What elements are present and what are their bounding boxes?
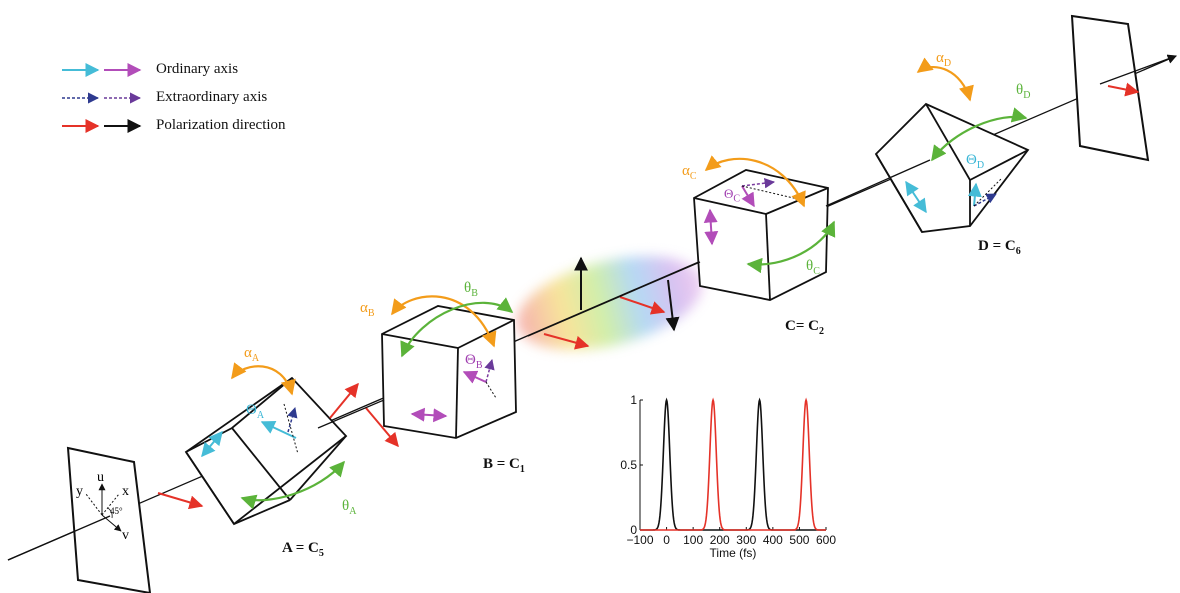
axis-angle-label: 45°	[110, 506, 123, 516]
polarization-red-out	[1107, 82, 1140, 97]
legend-label-polarization: Polarization direction	[156, 117, 286, 133]
crystal-c	[693, 155, 836, 301]
ordinary-axis-b-side	[462, 370, 487, 384]
legend: Ordinary axis Extraordinary axis Polariz…	[60, 60, 340, 140]
plot-x-tick-label: 300	[736, 533, 756, 547]
alpha-d-label: αD	[936, 50, 952, 69]
crystal-d	[874, 57, 1030, 233]
alpha-a-label: αA	[244, 345, 260, 364]
legend-extraordinary-arrows	[62, 92, 142, 104]
plot-x-tick-label: 100	[683, 533, 703, 547]
Theta-d-label: ΘD	[966, 152, 985, 171]
polarization-red-3	[365, 407, 399, 448]
crystal-c-label: C= C2	[785, 318, 824, 337]
legend-ordinary-arrows	[62, 63, 142, 77]
y-axis-dashed	[85, 493, 103, 516]
plot-y-tick-label: 1	[630, 393, 637, 407]
legend-row-polarization: Polarization direction	[60, 116, 340, 138]
plot-y-tick-label: 0	[630, 523, 637, 537]
ordinary-axis-d-front	[905, 180, 927, 214]
plot-x-tick-label: 500	[789, 533, 809, 547]
polarization-red-1	[157, 492, 204, 510]
alpha-c-label: αC	[682, 163, 697, 182]
Theta-b-label: ΘB	[465, 352, 483, 371]
theta-a-arrow	[240, 460, 346, 510]
axis-label-v: v	[122, 528, 129, 543]
crystal-a-label: A = C5	[282, 540, 324, 559]
plot-series-line-0	[640, 397, 826, 531]
plot-series-line-1	[640, 397, 826, 531]
theta-b-arrow	[400, 297, 514, 358]
legend-label-ordinary: Ordinary axis	[156, 61, 239, 77]
ordinary-axis-c-front	[703, 208, 719, 246]
theta-b-label: θB	[464, 280, 478, 299]
ordinary-axis-a-side	[201, 430, 223, 458]
alpha-c-arrow	[704, 155, 806, 208]
input-polarizer	[7, 446, 152, 593]
crystal-a	[184, 362, 348, 526]
ordinary-axis-a-top	[260, 421, 297, 439]
axis-label-u: u	[97, 470, 104, 485]
Theta-c-label: ΘC	[724, 186, 741, 205]
theta-c-label: θC	[806, 258, 820, 277]
legend-row-extraordinary: Extraordinary axis	[60, 88, 340, 110]
spectral-pulse	[517, 256, 703, 350]
alpha-d-arrow	[916, 57, 974, 102]
theta-a-label: θA	[342, 498, 357, 517]
polarization-red-5	[619, 296, 666, 315]
legend-label-extraordinary: Extraordinary axis	[156, 89, 268, 105]
crystal-d-label: D = C6	[978, 238, 1021, 257]
plot-x-tick-label: 200	[710, 533, 730, 547]
theta-d-label: θD	[1016, 82, 1031, 101]
Theta-a-label: ΘA	[246, 402, 265, 421]
polarization-black-2	[665, 279, 680, 332]
axis-label-x: x	[122, 484, 129, 499]
polarization-red-2	[329, 382, 359, 419]
plot-x-tick-label: 600	[816, 533, 836, 547]
legend-polarization-arrows	[62, 119, 142, 133]
plot-x-tick-label: 400	[763, 533, 783, 547]
crystal-b-label: B = C1	[483, 456, 525, 475]
x-axis-dashed	[101, 493, 120, 516]
plot-x-tick-label: −100	[626, 533, 653, 547]
legend-row-ordinary: Ordinary axis	[60, 60, 340, 82]
theta-c-arrow	[746, 220, 836, 274]
polarization-red-4	[543, 333, 590, 350]
theta-d-arrow	[931, 107, 1028, 162]
extraordinary-axis-a	[287, 406, 298, 433]
alpha-b-label: αB	[360, 300, 375, 319]
axis-label-y: y	[76, 484, 83, 499]
extraordinary-axis-d	[973, 193, 997, 207]
plot-x-label: Time (fs)	[710, 546, 757, 560]
plot-y-tick-label: 0.5	[620, 458, 637, 472]
v-axis-arrow	[101, 514, 122, 532]
plot-x-tick-label: 0	[663, 533, 670, 547]
ordinary-axis-b-front	[410, 407, 448, 423]
crystal-b	[381, 295, 517, 439]
output-polarizer	[1070, 14, 1177, 162]
alpha-a-arrow	[231, 362, 296, 396]
ordinary-axis-d-side	[967, 182, 982, 207]
extraordinary-axis-b	[484, 358, 495, 383]
